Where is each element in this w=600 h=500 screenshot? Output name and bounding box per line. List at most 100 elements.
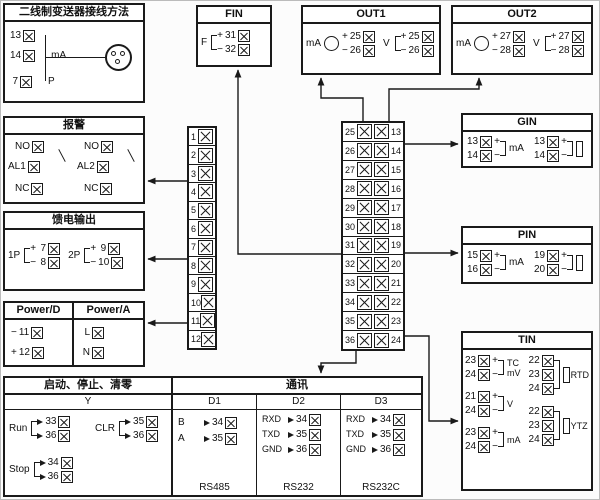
terminal-row: 22 xyxy=(529,354,554,367)
terminal-row: 35 xyxy=(125,415,159,428)
protocol-label: RS232C xyxy=(362,482,400,493)
signal-label: TC xyxy=(506,357,519,368)
terminal-row: NC xyxy=(15,182,44,195)
strip-row: 10 xyxy=(189,294,217,313)
terminal-icon xyxy=(480,149,493,162)
terminal-number: 34 xyxy=(296,414,308,425)
strip-row: 6 xyxy=(189,220,215,239)
terminal-icon xyxy=(198,129,213,145)
terminal-icon xyxy=(541,382,554,395)
arrow-icon xyxy=(39,473,46,480)
terminal-icon xyxy=(373,256,389,272)
terminal-number: 36 xyxy=(133,430,145,441)
terminal-number: 11 xyxy=(191,315,201,326)
terminal-column: +7 −8 xyxy=(22,242,61,269)
terminal-number: 3 xyxy=(191,168,197,179)
relay-contact-icon xyxy=(127,149,135,162)
terminal-number: 36 xyxy=(380,444,392,455)
stop-group: Stop 34 36 xyxy=(9,456,73,483)
terminal-number: 36 xyxy=(47,471,59,482)
arrow-icon xyxy=(204,435,210,442)
terminal-icon xyxy=(478,354,491,367)
terminal-icon xyxy=(373,219,389,235)
terminal-number: 24 xyxy=(528,383,540,394)
terminal-column: +25 −26 xyxy=(342,30,375,57)
polarity-sign: − xyxy=(492,405,498,416)
terminal-number: 34 xyxy=(47,457,59,468)
wire-to-out2 xyxy=(388,77,483,122)
pin-label: B xyxy=(178,417,185,428)
tin-body: 23+ 24− TC mV 21+ 24− V xyxy=(463,350,591,457)
terminal-icon xyxy=(357,162,372,178)
pin-body: 15+ 16− mA 19+ 20− xyxy=(463,245,591,280)
arrow-icon xyxy=(288,431,294,438)
action-label: Stop xyxy=(9,464,30,475)
terminal-number: 14 xyxy=(390,145,401,156)
terminal-icon xyxy=(198,166,213,182)
terminal-icon xyxy=(309,428,322,441)
terminal-icon xyxy=(393,443,406,456)
terminal-number: 20 xyxy=(533,264,546,275)
terminal-icon xyxy=(480,135,493,148)
terminal-row: 33 xyxy=(37,415,71,428)
polarity-sign: − xyxy=(30,257,37,268)
control-column-label: Y xyxy=(5,395,173,409)
signal-label-group: TC mV xyxy=(507,358,521,378)
terminal-row: 19+ xyxy=(534,249,567,262)
pin-label: TXD xyxy=(262,429,280,439)
terminal-number: 25 xyxy=(349,31,361,42)
out2-v-group: V +27 −28 xyxy=(533,30,584,57)
terminal-row: +7 xyxy=(30,242,61,255)
wire-to-out1 xyxy=(317,77,364,122)
terminal-column: +27 −28 xyxy=(543,30,584,57)
pin-label: TXD xyxy=(346,429,364,439)
terminal-number: 28 xyxy=(499,45,511,56)
terminal-number: 22 xyxy=(528,355,540,366)
terminal-icon xyxy=(357,181,372,197)
power-a-box: Power/A L N xyxy=(72,301,145,367)
terminal-number: 26 xyxy=(345,145,356,156)
terminal-column: 13+ 14− xyxy=(467,135,508,162)
strip-row: 9 xyxy=(189,275,215,294)
terminal-number: L xyxy=(84,327,90,338)
terminal-row: +27 xyxy=(492,30,525,43)
terminal-icon xyxy=(60,456,73,469)
polarity-sign: − xyxy=(342,45,348,56)
meter-icon xyxy=(324,36,339,51)
polarity-sign: − xyxy=(494,264,500,275)
pin-label: A xyxy=(178,433,185,444)
arrow-icon xyxy=(204,419,210,426)
polarity-sign: − xyxy=(11,327,17,338)
terminal-number: 34 xyxy=(380,414,392,425)
arrow-icon xyxy=(125,432,132,439)
feed-output-title: 馈电输出 xyxy=(5,213,143,230)
terminal-icon xyxy=(373,200,389,216)
terminal-icon xyxy=(362,30,375,43)
terminal-number: 36 xyxy=(345,335,356,346)
polarity-sign: + xyxy=(561,136,567,147)
terminal-row: 24 xyxy=(529,433,554,446)
connector-icon xyxy=(105,44,132,71)
strip-row: 4 xyxy=(189,183,215,202)
terminal-column: 22 23 24 xyxy=(529,405,562,446)
polarity-sign: + xyxy=(492,427,498,438)
out2-body: mA +27 −28 V +27 −28 xyxy=(453,24,591,63)
terminal-icon xyxy=(92,346,104,359)
terminal-icon xyxy=(101,140,113,153)
terminal-icon xyxy=(373,332,389,348)
transmitter-wiring-box: 二线制变送器接线方法 13 14 mA 7 P xyxy=(3,3,145,103)
wire xyxy=(45,57,105,58)
arrow-icon xyxy=(125,418,132,425)
header-row-2: Y D1 D2 D3 xyxy=(5,395,421,410)
terminal-column: 34 36 xyxy=(32,456,73,483)
terminal-icon xyxy=(357,275,372,291)
terminal-row: 14 mA xyxy=(10,49,66,62)
terminal-number: 31 xyxy=(345,240,356,251)
terminal-icon xyxy=(373,294,389,310)
terminal-row: NO xyxy=(84,140,113,153)
terminal-number: 13 xyxy=(10,30,22,41)
